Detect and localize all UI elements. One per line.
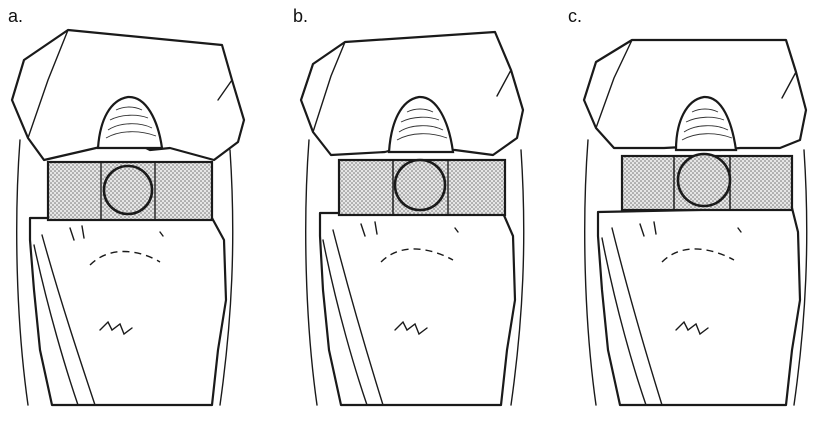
notch-hatching xyxy=(105,106,157,139)
fibula-line-2 xyxy=(322,239,368,406)
trabecular-mark xyxy=(99,320,133,336)
graft-circle xyxy=(676,152,732,208)
femur-edge xyxy=(595,39,633,129)
fibula-line xyxy=(41,234,96,406)
growth-plate-line xyxy=(89,250,161,266)
notch-hatching xyxy=(681,108,733,141)
spacer-block xyxy=(46,160,214,222)
femur-edge-2 xyxy=(781,71,797,99)
tibia-shape xyxy=(596,206,802,407)
shaft-line-2 xyxy=(510,149,525,406)
femur-shape xyxy=(10,28,246,162)
panel-b: b. xyxy=(285,0,560,425)
fibula-line xyxy=(611,227,663,406)
fibula-line-2 xyxy=(601,237,647,406)
growth-plate-line xyxy=(661,248,735,263)
shaft-line xyxy=(305,139,318,406)
panel-label-a: a. xyxy=(8,6,24,26)
trabecular-mark-2 xyxy=(639,221,742,237)
trabecular-mark xyxy=(394,320,428,336)
knee-diagram-a xyxy=(10,28,246,407)
trabecular-mark-2 xyxy=(360,221,459,237)
femur-edge-2 xyxy=(217,79,233,101)
shaft-line-2 xyxy=(219,149,234,406)
fibula-line-2 xyxy=(33,244,79,406)
shaft-line xyxy=(16,139,29,406)
trabecular-mark xyxy=(675,320,709,336)
growth-plate-line xyxy=(380,248,454,263)
intercondylar-notch xyxy=(96,95,164,150)
fibula-line xyxy=(332,229,384,406)
spacer-block xyxy=(337,158,507,217)
graft-circle xyxy=(393,158,447,212)
intercondylar-notch xyxy=(674,95,738,152)
intercondylar-notch xyxy=(387,95,455,154)
knee-diagram-b xyxy=(299,30,525,407)
femur-edge xyxy=(312,41,346,133)
panel-c: c. xyxy=(560,0,826,425)
panel-label-b: b. xyxy=(293,6,309,26)
tibia-shape xyxy=(318,211,517,407)
spacer-block xyxy=(620,152,794,212)
femur-edge xyxy=(27,29,69,139)
notch-hatching xyxy=(396,108,448,141)
shaft-line-2 xyxy=(793,149,808,406)
panel-a: a. xyxy=(0,0,275,425)
tibia-shape xyxy=(28,216,228,407)
trabecular-mark-2 xyxy=(69,225,164,241)
femur-edge-2 xyxy=(496,69,512,97)
panel-label-c: c. xyxy=(568,6,583,26)
shaft-line xyxy=(584,139,597,406)
graft-circle xyxy=(102,164,154,216)
knee-diagram-c xyxy=(582,38,808,407)
